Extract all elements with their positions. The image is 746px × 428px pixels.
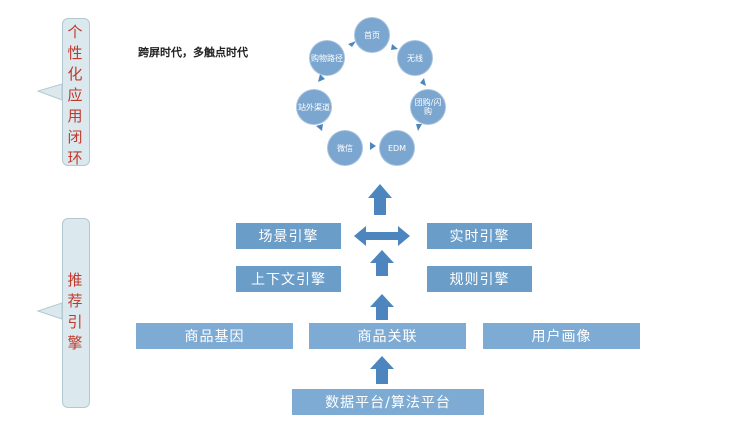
- bidirectional-arrow: [354, 226, 410, 246]
- cycle-node-edm: EDM: [380, 131, 414, 165]
- slogan-text: 跨屏时代，多触点时代: [138, 46, 248, 59]
- engine-label: 推荐引擎: [67, 271, 83, 352]
- cycle-node-path: 购物路径: [310, 41, 344, 75]
- cycle-node-wechat: 微信: [328, 131, 362, 165]
- closed-loop-bracket-pointer: [36, 83, 63, 101]
- rules-engine-box: 规则引擎: [427, 266, 532, 292]
- product-gene-box: 商品基因: [136, 323, 293, 349]
- up-arrow-relation: [370, 294, 394, 320]
- scene-engine-box: 场景引擎: [236, 223, 341, 249]
- engine-bracket-pointer: [36, 302, 63, 320]
- cycle-node-wireless: 无线: [398, 41, 432, 75]
- up-arrow-context: [370, 250, 394, 276]
- up-arrows: [368, 184, 394, 384]
- cycle-node-groupbuy: 团购/闪购: [411, 90, 445, 124]
- up-arrow-to-cycle: [368, 184, 392, 215]
- user-profile-box: 用户画像: [483, 323, 640, 349]
- closed-loop-label: 个性化应用闭环: [67, 23, 83, 167]
- product-relation-box: 商品关联: [309, 323, 466, 349]
- data-platform-box: 数据平台/算法平台: [292, 389, 484, 415]
- cycle-arrows: [316, 41, 426, 150]
- realtime-engine-box: 实时引擎: [427, 223, 532, 249]
- cycle-node-homepage: 首页: [355, 18, 389, 52]
- up-arrow-platform: [370, 356, 394, 384]
- cycle-node-offsite: 站外渠道: [297, 90, 331, 124]
- context-engine-box: 上下文引擎: [236, 266, 341, 292]
